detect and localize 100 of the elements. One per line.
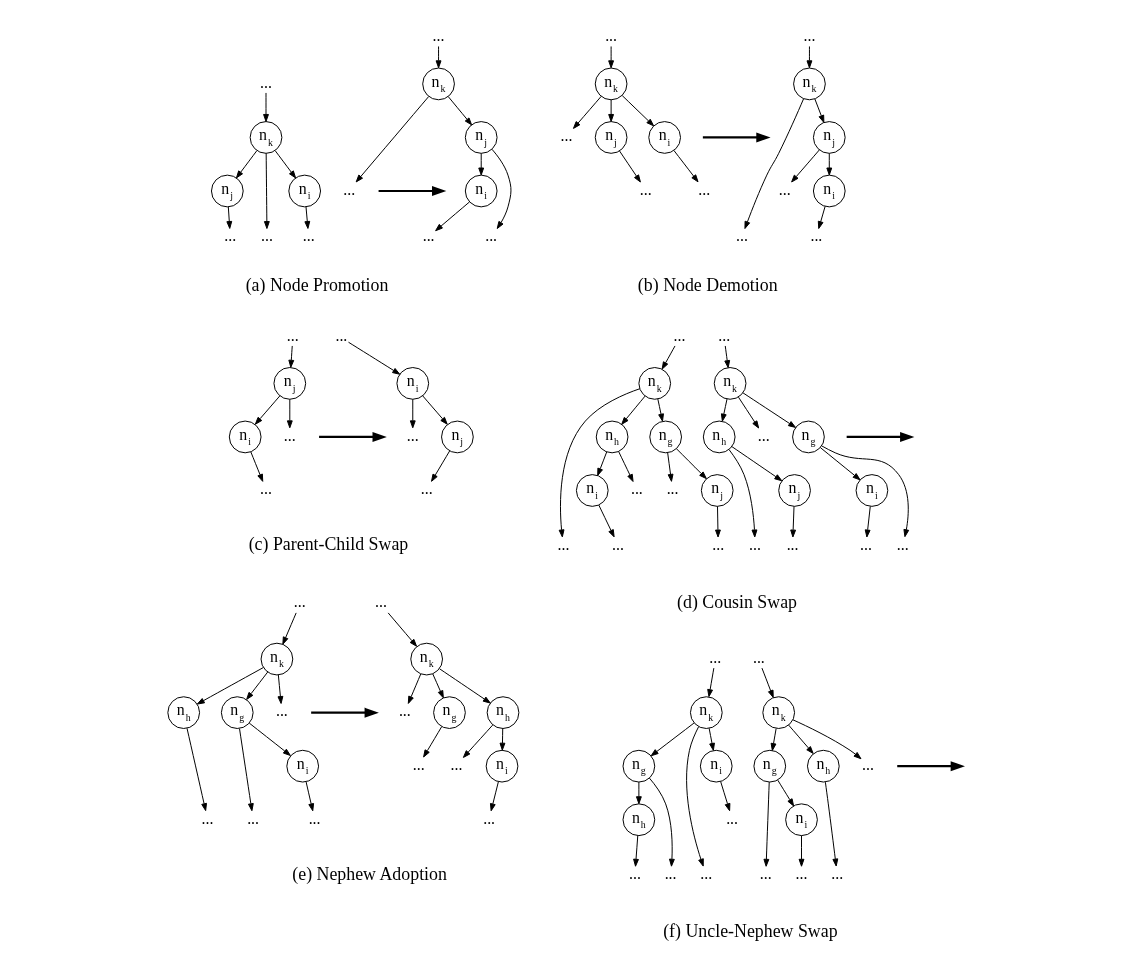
arrow (263, 92, 269, 122)
node-text: ... (759, 865, 772, 883)
arrow (282, 612, 297, 645)
node-text: ... (666, 480, 679, 498)
label: (f) Uncle-Nephew Swap (663, 921, 838, 942)
arrow (791, 149, 820, 183)
node-circle: n$_{j}$ (441, 420, 474, 454)
arrow (824, 781, 839, 867)
arrow (621, 95, 655, 127)
arrow (744, 98, 805, 230)
node-text: ... (557, 535, 570, 553)
arrow (239, 728, 254, 812)
node-text: ... (639, 180, 652, 198)
node-circle: n$_{j}$ (210, 174, 244, 208)
arrow (447, 96, 473, 126)
arrow (286, 398, 293, 429)
node-text: ... (786, 535, 799, 553)
node-circle: n$_{k}$ (713, 367, 747, 400)
arrow (661, 345, 676, 370)
arrow (761, 667, 774, 698)
arrow (650, 722, 695, 757)
arrow (798, 835, 805, 867)
label: (e) Nephew Adoption (292, 863, 447, 884)
node-text: ... (896, 535, 909, 553)
node-circle: n$_{k}$ (260, 642, 294, 676)
node-circle: n$_{k}$ (762, 696, 796, 729)
node-circle: n$_{k}$ (793, 67, 826, 101)
node-circle: n$_{h}$ (806, 749, 840, 783)
label: (a) Node Promotion (245, 274, 389, 295)
node-text: ... (560, 127, 573, 145)
node-text: ... (293, 593, 306, 611)
arrow (288, 345, 295, 368)
arrow (196, 667, 264, 705)
arrow (263, 152, 270, 229)
node-text: ... (224, 227, 237, 245)
arrow (814, 98, 825, 123)
arrow (348, 341, 401, 375)
arrow (499, 728, 506, 751)
node-circle: n$_{h}$ (595, 420, 629, 454)
node-circle: n$_{k}$ (422, 67, 455, 101)
node-circle: n$_{i}$ (396, 367, 430, 400)
arrow (770, 728, 777, 751)
node-text: ... (286, 326, 299, 344)
node-text: ... (664, 865, 677, 883)
arrow (737, 396, 760, 429)
arrow (409, 398, 416, 429)
label: (d) Cousin Swap (677, 591, 798, 612)
arrow (720, 781, 731, 812)
node-text: ... (432, 27, 445, 45)
node-text: ... (712, 535, 725, 553)
node-text: ... (736, 227, 748, 245)
arrow (558, 388, 641, 538)
node-text: ... (718, 326, 731, 344)
node-circle: n$_{j}$ (594, 121, 628, 154)
arrow (621, 395, 646, 425)
node-text: ... (260, 73, 272, 91)
arrow (673, 149, 699, 183)
node-text: ... (778, 180, 791, 198)
node-text: ... (302, 227, 315, 245)
arrow (728, 449, 758, 538)
arrow (277, 674, 284, 704)
arrow (355, 96, 430, 183)
node-text: ... (483, 809, 496, 827)
node-circle: n$_{h}$ (167, 696, 201, 729)
arrow (676, 448, 707, 480)
arrow (478, 152, 485, 176)
arrow (608, 99, 615, 122)
arrow (826, 152, 833, 176)
arrow (422, 395, 448, 425)
node-text: ... (375, 593, 387, 611)
arrow (633, 835, 639, 867)
arrow (720, 398, 728, 422)
arrow (731, 446, 783, 482)
arrow (657, 398, 664, 422)
arrow (572, 95, 602, 129)
arrow (305, 781, 315, 812)
node-text: ... (261, 227, 273, 245)
arrow (489, 781, 499, 812)
node-circle: n$_{i}$ (288, 174, 322, 208)
arrow (274, 150, 297, 179)
node-text: ... (335, 326, 348, 344)
arrow (598, 504, 615, 538)
arrow (686, 726, 704, 867)
node-text: ... (275, 702, 288, 720)
arrow (648, 777, 675, 867)
arrow (707, 667, 715, 698)
arrow (618, 451, 634, 482)
arrow (226, 206, 233, 229)
arrow (806, 45, 813, 69)
node-circle: n$_{j}$ (464, 121, 498, 154)
node-circle: n$_{g}$ (753, 749, 787, 783)
node-circle: n$_{i}$ (812, 174, 846, 208)
arrow (777, 779, 795, 807)
node-text: ... (752, 648, 765, 666)
arrow (742, 392, 796, 428)
arrow (435, 45, 442, 69)
arrow (235, 150, 258, 179)
node-circle: n$_{j}$ (273, 367, 307, 400)
arrow (432, 673, 444, 699)
node-text: ... (450, 755, 463, 773)
